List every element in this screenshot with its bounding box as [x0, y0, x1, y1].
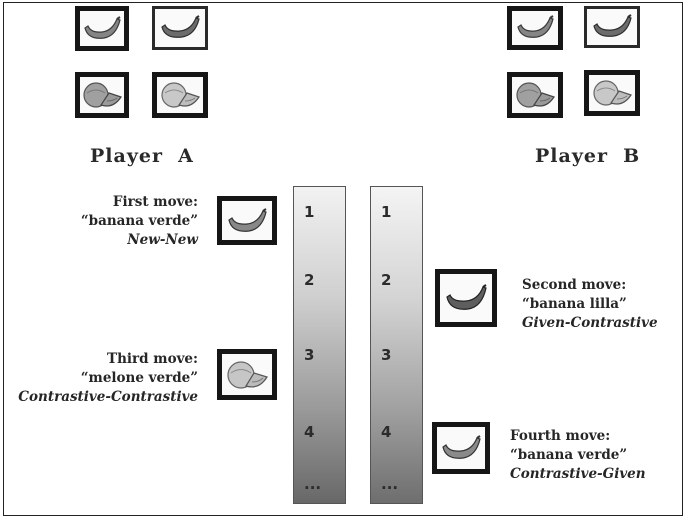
melon-icon	[227, 360, 268, 389]
melon-icon	[83, 82, 122, 108]
melon-icon	[516, 82, 555, 108]
banana-icon	[228, 207, 267, 232]
move-phrase: “banana verde”	[80, 213, 198, 229]
move-title: First move:	[112, 194, 198, 210]
scale-a-step-1: 1	[304, 203, 315, 221]
melon-icon	[161, 82, 200, 108]
banana-icon	[446, 284, 487, 310]
third-move-text: Third move: “melone verde” Contrastive-C…	[12, 350, 198, 407]
scale-a-step-3: 3	[304, 346, 315, 364]
third-move-melon-card	[217, 349, 277, 400]
scale-a-step-2: 2	[304, 271, 315, 289]
player-b-melon-card-2	[584, 70, 640, 116]
player-a-label: Player A	[90, 145, 194, 167]
scale-b-step-1: 1	[381, 203, 392, 221]
player-a-move-scale: 1 2 3 4 ...	[293, 186, 346, 504]
fourth-move-banana-card	[432, 422, 490, 474]
move-title: Third move:	[107, 351, 198, 367]
banana-icon	[84, 15, 121, 39]
player-a-melon-card-2	[152, 72, 208, 118]
second-move-text: Second move: “banana lilla” Given-Contra…	[522, 276, 672, 333]
first-move-banana-card	[217, 196, 277, 245]
banana-icon	[442, 435, 481, 459]
scale-a-step-4: 4	[304, 423, 315, 441]
player-a-banana-card-1	[75, 6, 129, 51]
melon-icon	[593, 80, 632, 106]
player-b-banana-card-1	[507, 6, 563, 50]
banana-icon	[161, 15, 200, 38]
move-title: Second move:	[522, 277, 627, 293]
scale-b-step-4: 4	[381, 423, 392, 441]
figure-frame	[3, 2, 683, 516]
scale-b-step-3: 3	[381, 346, 392, 364]
move-condition: Contrastive-Contrastive	[18, 389, 198, 405]
move-phrase: “melone verde”	[80, 370, 198, 386]
banana-icon	[593, 14, 632, 37]
player-b-move-scale: 1 2 3 4 ...	[370, 186, 423, 504]
move-phrase: “banana verde”	[510, 447, 628, 463]
move-condition: Contrastive-Given	[510, 466, 646, 482]
move-condition: Given-Contrastive	[522, 315, 658, 331]
second-move-banana-card	[435, 269, 497, 327]
player-b-label: Player B	[535, 145, 641, 167]
scale-a-step-more: ...	[304, 475, 322, 493]
scale-b-step-more: ...	[381, 475, 399, 493]
move-condition: New-New	[127, 232, 198, 248]
first-move-text: First move: “banana verde” New-New	[40, 193, 198, 250]
player-a-melon-card-1	[75, 72, 129, 118]
player-a-banana-card-2	[152, 6, 208, 50]
move-phrase: “banana lilla”	[522, 296, 627, 312]
move-title: Fourth move:	[510, 428, 611, 444]
scale-b-step-2: 2	[381, 271, 392, 289]
banana-icon	[517, 15, 554, 38]
player-b-banana-card-2	[584, 6, 640, 48]
fourth-move-text: Fourth move: “banana verde” Contrastive-…	[510, 427, 660, 484]
player-b-melon-card-1	[507, 72, 563, 118]
